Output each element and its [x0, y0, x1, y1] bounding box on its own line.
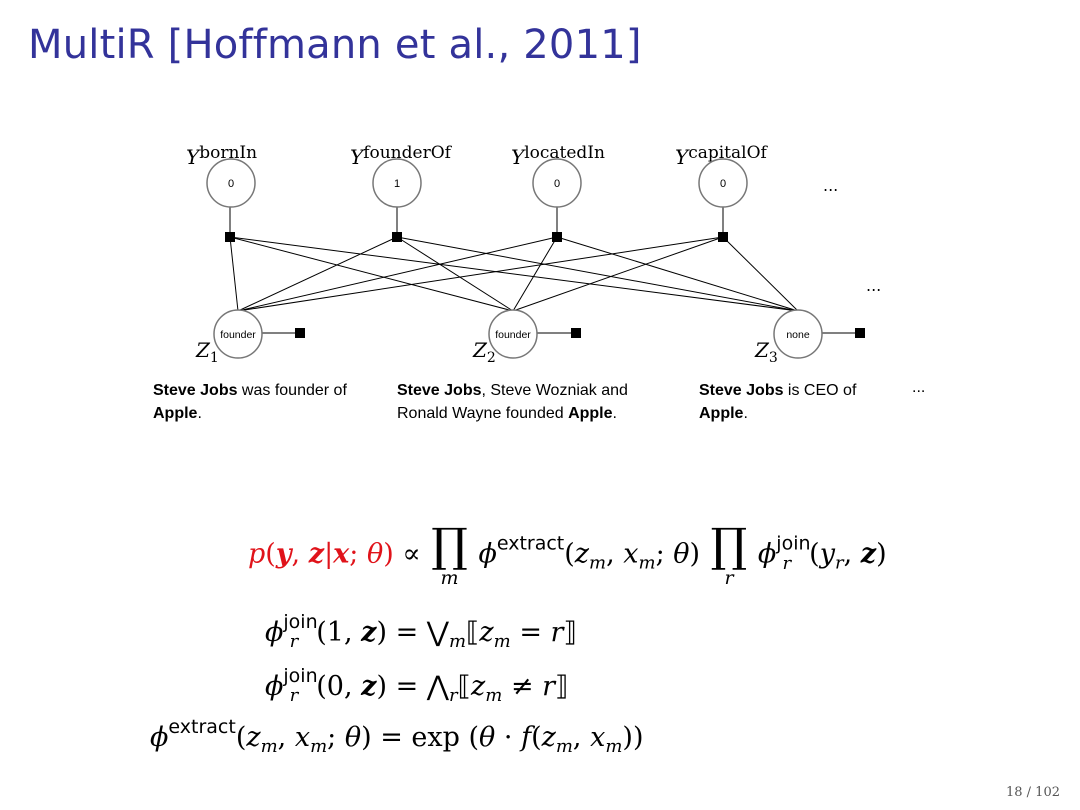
- sentence-entity: Apple: [699, 405, 744, 422]
- page-number: 18 / 102: [1006, 785, 1060, 800]
- extract-factor: [295, 328, 305, 338]
- slide-title: MultiR [Hoffmann et al., 2011]: [28, 22, 642, 68]
- mention-var: Z: [754, 338, 770, 362]
- svg-text:YcapitalOf: YcapitalOf: [675, 143, 769, 169]
- join-factor: [552, 232, 562, 242]
- product-over-m: ∏m: [431, 518, 468, 589]
- equation-join-false: ϕjoinr(0, z) = ⋀r⟦zm ≠ r⟧: [265, 665, 569, 706]
- sentence-text: .: [612, 405, 617, 422]
- mention-node-1: founder: [213, 309, 263, 359]
- relation-name: founderOf: [363, 143, 452, 163]
- mention-var: Z: [195, 338, 211, 362]
- mention-node-value: founder: [220, 329, 256, 341]
- relation-node-value: 0: [720, 178, 726, 190]
- sentence-2: Steve Jobs, Steve Wozniak and Ronald Way…: [397, 379, 667, 425]
- sentence-text: , Steve Wozniak and Ronald Wayne founded: [397, 382, 628, 422]
- relation-node-value: 1: [394, 178, 400, 190]
- svg-text:Z1: Z1: [195, 338, 219, 366]
- relation-node-capitalOf: 0: [698, 158, 748, 208]
- relation-name: capitalOf: [688, 143, 768, 163]
- mention-index: 2: [487, 350, 496, 366]
- relation-name: locatedIn: [524, 143, 605, 163]
- factors-ellipsis: ...: [866, 276, 881, 295]
- svg-text:Z3: Z3: [754, 338, 778, 366]
- factor-edges: [229, 206, 859, 334]
- equation-extract-factor: ϕextract(zm, xm; θ) = exp (θ · f(zm, xm)…: [150, 716, 644, 757]
- relation-var: Y: [350, 145, 365, 169]
- sentence-text: .: [743, 405, 748, 422]
- sentence-text: is CEO of: [783, 382, 857, 399]
- relation-var: Y: [511, 145, 526, 169]
- relation-node-value: 0: [554, 178, 560, 190]
- relation-node-locatedIn: 0: [532, 158, 582, 208]
- relation-nodes: 0 1 0 0: [206, 158, 748, 208]
- sentences-ellipsis: ...: [912, 379, 926, 396]
- svg-text:YbornIn: YbornIn: [186, 143, 257, 169]
- sentence-entity: Steve Jobs: [153, 382, 238, 399]
- mention-labels: Z1 Z2 Z3: [195, 338, 778, 366]
- join-factor: [225, 232, 235, 242]
- equation-join-true: ϕjoinr(1, z) = ⋁m⟦zm = r⟧: [265, 611, 577, 652]
- extract-factor: [571, 328, 581, 338]
- mention-node-3: none: [773, 309, 823, 359]
- equation-joint-probability: p(y, z|x; θ) ∝ ∏m ϕextract(zm, xm; θ) ∏r…: [248, 518, 887, 589]
- mention-node-value: founder: [495, 329, 531, 341]
- sentence-3: Steve Jobs is CEO of Apple.: [699, 379, 879, 425]
- relation-var: Y: [186, 145, 201, 169]
- sentence-entity: Steve Jobs: [699, 382, 784, 399]
- product-over-r: ∏r: [710, 518, 748, 589]
- join-factor: [718, 232, 728, 242]
- relation-name: bornIn: [199, 143, 257, 163]
- mention-node-2: founder: [488, 309, 538, 359]
- svg-text:YlocatedIn: YlocatedIn: [511, 143, 605, 169]
- relation-node-value: 0: [228, 178, 234, 190]
- mention-index: 3: [769, 350, 778, 366]
- sentence-1: Steve Jobs was founder of Apple.: [153, 379, 368, 425]
- join-factors: [225, 232, 728, 242]
- svg-text:Z2: Z2: [472, 338, 496, 366]
- extract-factor: [855, 328, 865, 338]
- relations-ellipsis: ...: [823, 176, 838, 195]
- sentence-text: .: [197, 405, 202, 422]
- sentence-entity: Apple: [153, 405, 198, 422]
- sentence-text: was founder of: [237, 382, 347, 399]
- mention-node-value: none: [786, 329, 810, 341]
- mention-index: 1: [210, 350, 219, 366]
- relation-labels: YbornIn YfounderOf YlocatedIn YcapitalOf: [186, 143, 769, 169]
- sentence-entity: Apple: [568, 405, 613, 422]
- relation-node-founderOf: 1: [372, 158, 422, 208]
- mention-nodes: founder founder none: [213, 309, 823, 359]
- extract-factors: [295, 328, 865, 338]
- relation-var: Y: [675, 145, 690, 169]
- mention-var: Z: [472, 338, 488, 362]
- svg-text:YfounderOf: YfounderOf: [350, 143, 453, 169]
- join-factor: [392, 232, 402, 242]
- sentence-entity: Steve Jobs: [397, 382, 482, 399]
- relation-node-bornIn: 0: [206, 158, 256, 208]
- factor-graph-diagram: YbornIn YfounderOf YlocatedIn YcapitalOf…: [186, 143, 881, 366]
